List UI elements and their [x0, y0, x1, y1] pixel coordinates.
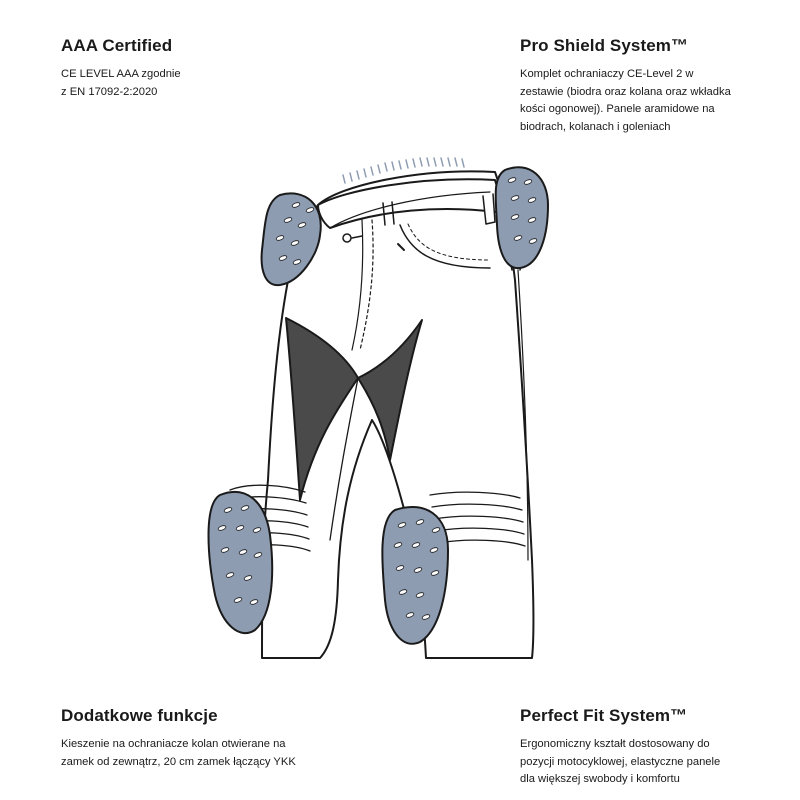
feature-title: AAA Certified — [61, 36, 173, 55]
knee-protector-left — [207, 490, 274, 635]
feature-title: Perfect Fit System™ — [520, 706, 688, 725]
hip-protector-right — [494, 166, 550, 270]
front-pocket — [399, 224, 491, 269]
fly-stitch — [359, 219, 374, 351]
description-line: dla większej swobody i komfortu — [520, 773, 680, 785]
feature-description: Kieszenie na ochraniacze kolan otwierane… — [61, 736, 361, 771]
description-line: zestawie (biodra oraz kolana oraz wkładk… — [520, 85, 731, 98]
waistband-zipper — [342, 157, 465, 184]
description-line: pozycji motocyklowej, elastyczne panele — [520, 755, 721, 768]
description-line: CE LEVEL AAA zgodnie — [61, 68, 181, 80]
feature-description: Ergonomiczny kształt dostosowany do pozy… — [520, 736, 790, 789]
waist-button — [342, 233, 352, 243]
dark-panel-left — [285, 317, 359, 501]
hip-protector-left — [260, 192, 322, 287]
feature-title: Dodatkowe funkcje — [61, 706, 218, 725]
description-line: z EN 17092-2:2020 — [61, 85, 158, 98]
dark-panel-right — [357, 319, 423, 461]
feature-pro-shield-system: Pro Shield System™ Komplet ochraniaczy C… — [520, 36, 790, 136]
feature-title: Pro Shield System™ — [520, 36, 689, 55]
description-line: Kieszenie na ochraniacze kolan otwierane… — [61, 738, 286, 750]
description-line: zamek od zewnątrz, 20 cm zamek łączący Y… — [61, 755, 296, 768]
feature-perfect-fit-system: Perfect Fit System™ Ergonomiczny kształt… — [520, 706, 790, 789]
feature-description: Komplet ochraniaczy CE-Level 2 w zestawi… — [520, 66, 790, 136]
feature-aaa-certified: AAA Certified CE LEVEL AAA zgodnie z EN … — [61, 36, 311, 101]
description-line: kości ogonowej). Panele aramidowe na — [520, 103, 715, 115]
description-line: Ergonomiczny kształt dostosowany do — [520, 738, 710, 750]
description-line: biodrach, kolanach i goleniach — [520, 120, 671, 133]
feature-dodatkowe-funkcje: Dodatkowe funkcje Kieszenie na ochraniac… — [61, 706, 361, 771]
description-line: Komplet ochraniaczy CE-Level 2 w — [520, 68, 694, 80]
knee-protector-right — [381, 505, 450, 645]
feature-description: CE LEVEL AAA zgodnie z EN 17092-2:2020 — [61, 66, 311, 101]
